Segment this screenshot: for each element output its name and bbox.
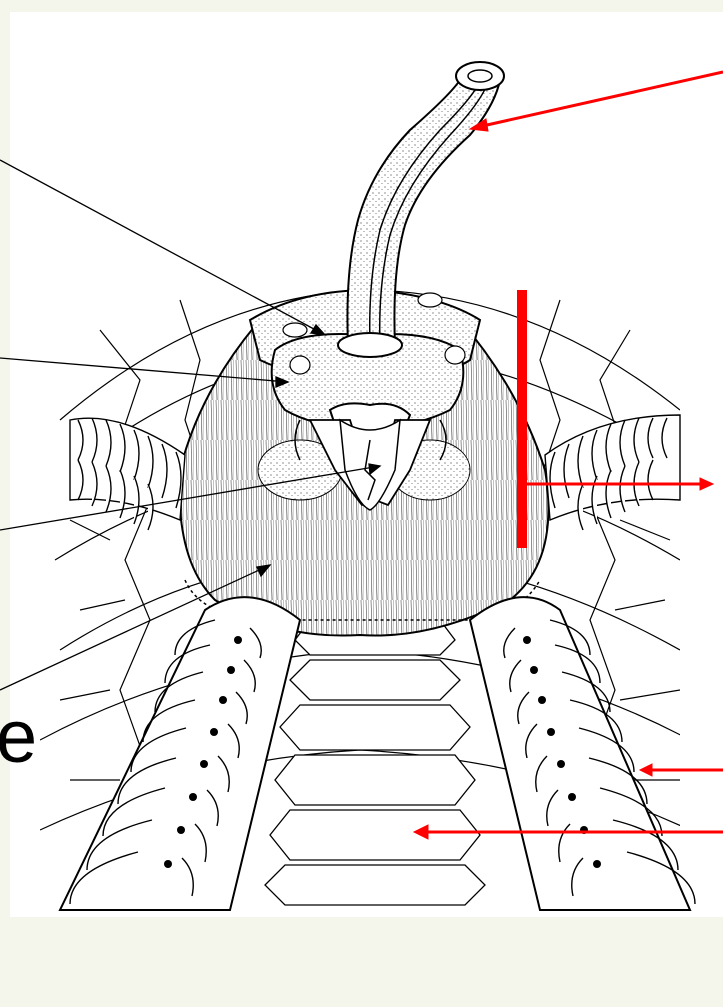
pointer-bracket-head [700,478,713,490]
pointer-anal-tube [478,72,723,127]
left-lower-arm [60,597,300,910]
right-lower-arm [470,597,695,910]
ambulacral-plates [265,620,485,905]
cropped-label-glyph: e [0,700,37,774]
right-upper-arm [545,415,680,530]
leader-line-oral-plate [0,160,325,335]
bracket-bar [517,290,527,548]
left-upper-arm [70,418,185,530]
pointer-pinnule-head [640,764,652,776]
